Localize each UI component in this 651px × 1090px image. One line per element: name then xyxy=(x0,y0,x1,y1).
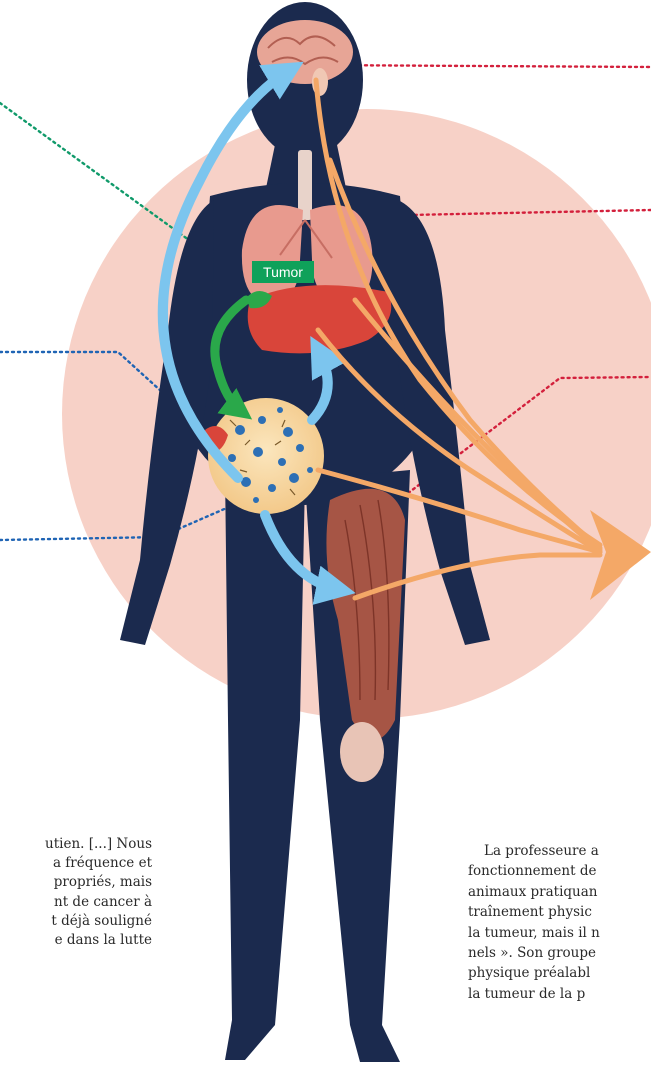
text-line: fonctionnement de xyxy=(468,861,651,881)
text-line: propriés, mais xyxy=(0,873,152,892)
body-text-left-column: utien. [...] Nous a fréquence et proprié… xyxy=(0,835,152,950)
text-line: e dans la lutte xyxy=(0,931,152,950)
tumor-mass-icon xyxy=(208,398,324,514)
text-line: a fréquence et xyxy=(0,854,152,873)
text-line: la tumeur de la p xyxy=(468,984,651,1004)
body-text-right-column: La professeure a fonctionnement de anima… xyxy=(468,841,651,1004)
text-line: la tumeur, mais il n xyxy=(468,923,651,943)
text-line: utien. [...] Nous xyxy=(0,835,152,854)
knee-joint-icon xyxy=(340,722,384,782)
text-line: physique préalabl xyxy=(468,963,651,983)
text-line: nt de cancer à xyxy=(0,893,152,912)
tumor-label: Tumor xyxy=(252,261,314,283)
text-line: t déjà souligné xyxy=(0,912,152,931)
text-line: traînement physic xyxy=(468,902,651,922)
text-line: La professeure a xyxy=(468,841,651,861)
text-line: nels ». Son groupe xyxy=(468,943,651,963)
text-line: animaux pratiquan xyxy=(468,882,651,902)
